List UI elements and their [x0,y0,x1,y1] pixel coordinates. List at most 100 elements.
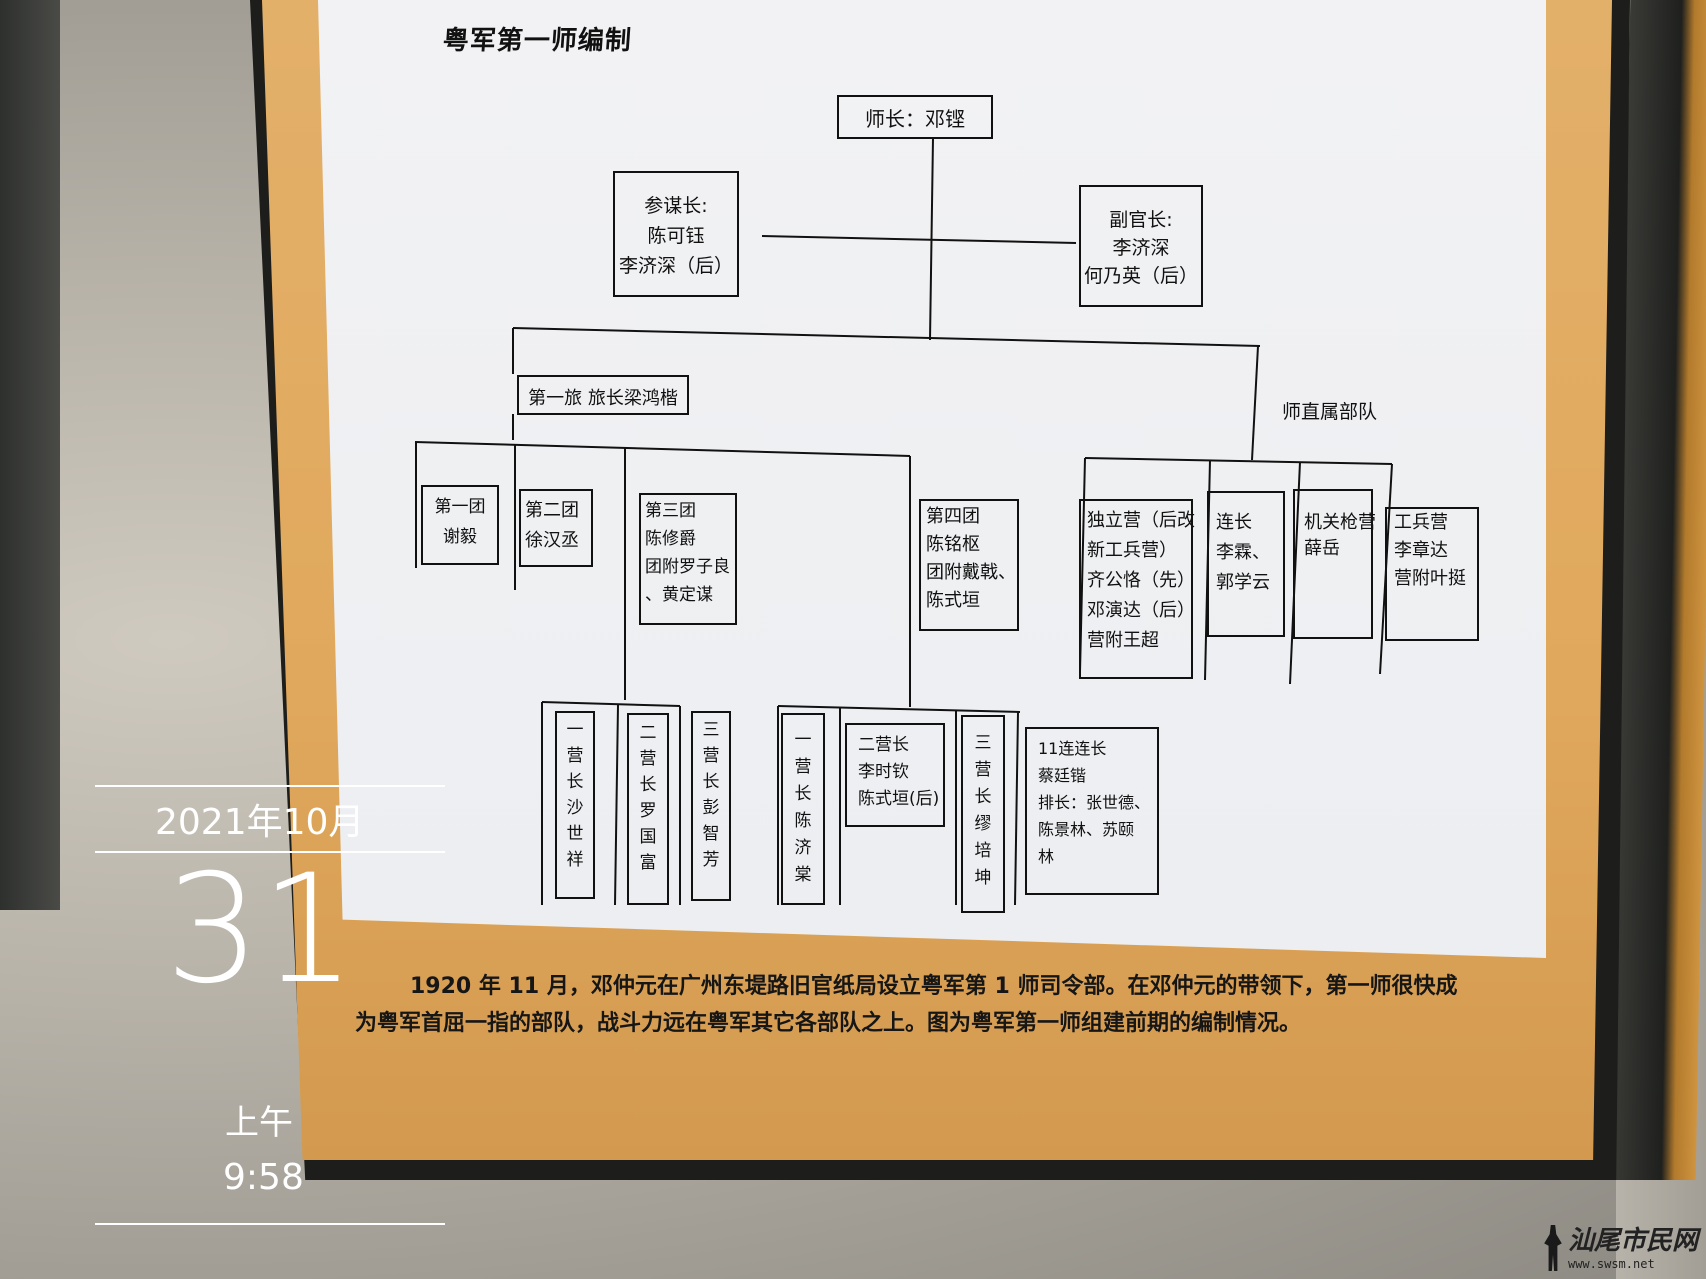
regiment-3-box [639,493,737,625]
independent-battalion-text: 独立营（后改 [1087,510,1195,531]
r4-co11-box [1025,727,1159,895]
regiment-3-text: 、黄定谋 [645,585,713,605]
adjutant-text: 副官长: [1109,209,1172,231]
person-silhouette-icon [1544,1225,1562,1271]
r3-bn1-text: 长 [567,772,584,792]
connector-line [777,705,1021,713]
company-text: 连长 [1216,512,1252,533]
r4-bn1-box [781,713,825,905]
regiment-1-box [421,485,499,565]
engineer-text: 工兵营 [1394,512,1448,533]
r3-bn3-text: 彭 [703,798,720,818]
r4-bn2-text: 二营长 [858,735,909,755]
r3-bn2-text: 长 [640,775,657,795]
independent-battalion-text: 新工兵营） [1087,540,1177,561]
independent-battalion-text: 邓演达（后） [1087,600,1195,621]
commander-box [837,95,993,139]
r4-bn3-text: 坤 [975,868,992,888]
connector-line [1084,457,1393,465]
connector-line [614,704,619,906]
company-box [1207,491,1285,637]
adjutant-box [1079,185,1203,307]
regiment-3-text: 第三团 [645,501,696,521]
regiment-4-text: 团附戴戟、 [926,562,1016,583]
watermark: 汕尾市民网 www.swsm.net [1542,1220,1698,1271]
r4-co11-text: 蔡廷锴 [1038,766,1086,785]
r3-bn1-text: 营 [567,746,584,766]
r3-bn2-text: 二 [640,723,657,743]
r3-bn1-text: 一 [567,720,584,740]
r4-bn3-text: 缪 [975,814,992,834]
connector-line [1014,711,1019,906]
watermark-url: www.swsm.net [1567,1257,1655,1271]
regiment-1-text: 第一团 [435,497,486,517]
r4-bn1-text: 陈 [795,811,812,831]
overlay-rule-mid [95,851,445,853]
r3-bn3-text: 智 [703,824,720,844]
r4-bn3-text: 长 [975,787,992,807]
connector-line [761,235,1077,244]
regiment-4-text: 陈铭枢 [926,534,980,555]
r3-bn1-text: 祥 [567,850,584,870]
r3-bn2-box [627,713,669,905]
regiment-2-text: 徐汉丞 [525,530,579,551]
commander-text: 师长：邓铿 [865,107,965,131]
r4-co11-text: 林 [1038,847,1054,866]
r4-bn3-box [961,715,1005,913]
r3-bn3-text: 长 [703,772,720,792]
r4-bn1-text: 长 [795,784,812,804]
r3-bn3-text: 营 [703,746,720,766]
independent-battalion-box [1079,499,1193,679]
connector-line [1251,345,1259,461]
r4-bn1-text: 济 [795,838,812,858]
r3-bn2-text: 营 [640,749,657,769]
regiment-3-text: 团附罗子良 [645,557,730,577]
r3-bn1-text: 沙 [567,798,584,818]
chief-of-staff-box [613,171,739,297]
company-text: 李霖、 [1216,542,1270,563]
overlay-rule-top [95,785,445,787]
r3-bn3-text: 三 [703,720,720,740]
regiment-2-text: 第二团 [525,500,579,521]
poster-caption: 1920 年 11 月，邓仲元在广州东堤路旧官纸局设立粤军第 1 师司令部。在邓… [355,974,1458,1036]
adjutant-text: 李济深 [1112,237,1169,259]
r3-bn3-text: 芳 [703,850,720,870]
brigade-text: 第一旅 旅长梁鸿楷 [528,388,678,409]
r4-bn1-text: 棠 [795,865,812,885]
r3-bn2-text: 罗 [640,801,657,821]
r4-bn3-text: 营 [975,760,992,780]
chief-of-staff-text: 参谋长: [644,195,707,217]
regiment-2-box [519,489,593,567]
chief-of-staff-text: 李济深（后） [619,255,733,277]
r3-bn1-box [555,711,595,899]
regiment-4-text: 第四团 [926,506,980,527]
photo-date-overlay: 2021年10月 31 上午 9:58 [95,785,445,1225]
adjutant-text: 何乃英（后） [1084,265,1198,287]
r3-bn3-box [691,711,731,901]
overlay-rule-bottom [95,1223,445,1225]
engineer-box [1385,507,1479,641]
r3-bn2-text: 国 [640,827,657,847]
engineer-text: 李章达 [1394,540,1448,561]
overlay-month: 2021年10月 [155,802,365,843]
r4-bn1-text: 一 [795,730,812,750]
regiment-4-text: 陈式垣 [926,590,980,611]
engineer-text: 营附叶挺 [1394,568,1466,589]
r4-bn3-text: 培 [975,841,992,861]
r4-bn3-text: 三 [975,733,992,753]
chief-of-staff-text: 陈可钰 [647,225,704,247]
overlay-time: 9:58 [223,1157,304,1198]
watermark-name: 汕尾市民网 [1567,1226,1698,1256]
regiment-4-box [919,499,1019,631]
r4-bn2-text: 李时钦 [858,762,909,782]
machine-gun-text: 薛岳 [1304,538,1340,559]
r3-bn2-text: 富 [640,853,657,873]
regiment-1-text: 谢毅 [443,527,477,547]
r4-co11-text: 排长：张世德、 [1038,793,1150,812]
overlay-ampm: 上午 [225,1103,293,1143]
independent-battalion-text: 齐公恪（先） [1087,570,1195,591]
machine-gun-text: 机关枪营 [1304,512,1376,533]
r4-bn1-text: 营 [795,757,812,777]
independent-battalion-text: 营附王超 [1087,630,1159,651]
